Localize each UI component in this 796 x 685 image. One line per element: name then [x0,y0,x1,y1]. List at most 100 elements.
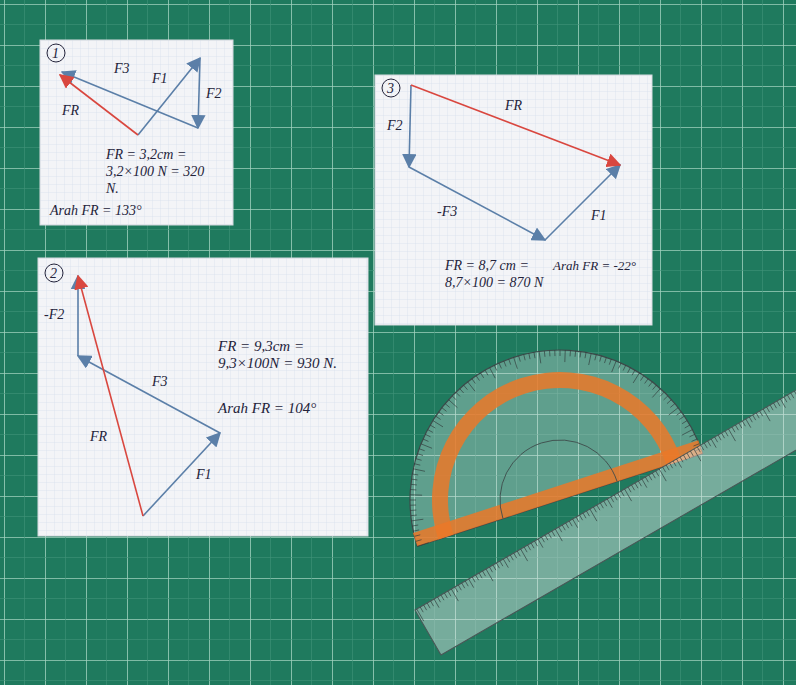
tick [509,359,511,365]
tick [690,451,693,456]
vector-label: F1 [152,70,168,87]
tick [434,599,439,608]
tick [784,397,787,402]
tick [504,361,506,367]
paper-sheet: 1F3F1F2FRFR = 3,2cm = 3,2×100 N = 320 N.… [40,40,233,225]
tick [794,391,796,396]
tick [597,505,600,510]
tick [580,515,583,520]
tick [593,354,598,360]
tick [545,535,548,540]
tick [428,428,433,433]
tick [411,514,417,517]
vector-label: F3 [152,373,168,390]
tick [650,389,662,398]
tick [410,498,416,502]
tick [543,351,546,357]
calculation-note: Arah FR = 104° [218,400,316,417]
tick [559,527,562,532]
tick [585,353,594,365]
tick [410,491,422,498]
tick [410,509,416,512]
vector-label: -F3 [437,203,457,220]
tick [656,471,659,476]
tick [635,483,638,488]
tick [518,356,520,362]
tick [732,427,735,432]
tick [424,605,427,610]
tick [441,595,444,600]
tick [411,477,417,481]
tick [449,398,458,410]
tick [611,497,614,502]
tick [791,393,794,398]
tick [659,392,665,396]
tick [578,351,582,357]
tick [760,411,763,416]
tick [708,441,711,446]
paper-sheet: 3F2FR-F3F1FR = 8,7 cm = 8,7×100 = 870 NA… [375,75,652,325]
vector-label: F3 [114,60,130,77]
tick [558,350,562,356]
tick [746,419,751,428]
tick [725,431,728,436]
tick [531,543,534,548]
vector-label: FR [505,97,522,114]
tick [622,365,627,370]
tick [569,521,572,526]
tick [456,391,460,397]
tick [753,415,756,420]
tick [670,463,673,468]
tick [648,382,654,387]
vector-label: F2 [206,85,222,102]
tick [718,435,721,440]
tick [562,525,565,530]
tick [631,370,636,375]
tick [528,353,530,359]
tick [552,531,555,536]
tick [689,434,695,437]
tick [691,439,697,441]
tick [618,493,621,498]
tick [496,563,499,568]
tick [464,384,468,390]
tick [499,363,501,369]
tick [593,507,596,512]
tick [517,551,520,556]
tick [469,579,474,588]
tick [445,403,450,409]
tick [777,401,780,406]
tick [568,350,572,356]
tick [430,424,435,429]
tick [639,376,645,381]
tick [514,553,517,558]
tick [679,416,685,419]
calculation-note: FR = 3,2cm = 3,2×100 N = 320 N. [106,146,218,197]
tick [666,465,669,470]
tick [436,415,441,421]
tick [421,441,432,451]
tick [416,539,422,541]
tick [608,359,613,365]
calculation-note: Arah FR = 133° [50,202,142,219]
tick [666,400,672,404]
tick [507,557,510,562]
tick [476,375,479,381]
tick [510,555,513,560]
tick [412,472,418,476]
tick [652,473,655,478]
tick [442,407,447,413]
tick [617,363,622,368]
calculation-note: Arah FR = -22° [553,257,636,274]
vector-label: F1 [196,466,212,483]
tick [438,597,441,602]
tick [739,423,742,428]
tick [472,577,475,582]
paper-sheet [38,258,368,536]
tick [481,372,484,378]
tick [448,591,451,596]
tick [676,412,682,416]
vector-label: FR [90,428,107,445]
tick [490,367,496,379]
tick [410,488,416,492]
